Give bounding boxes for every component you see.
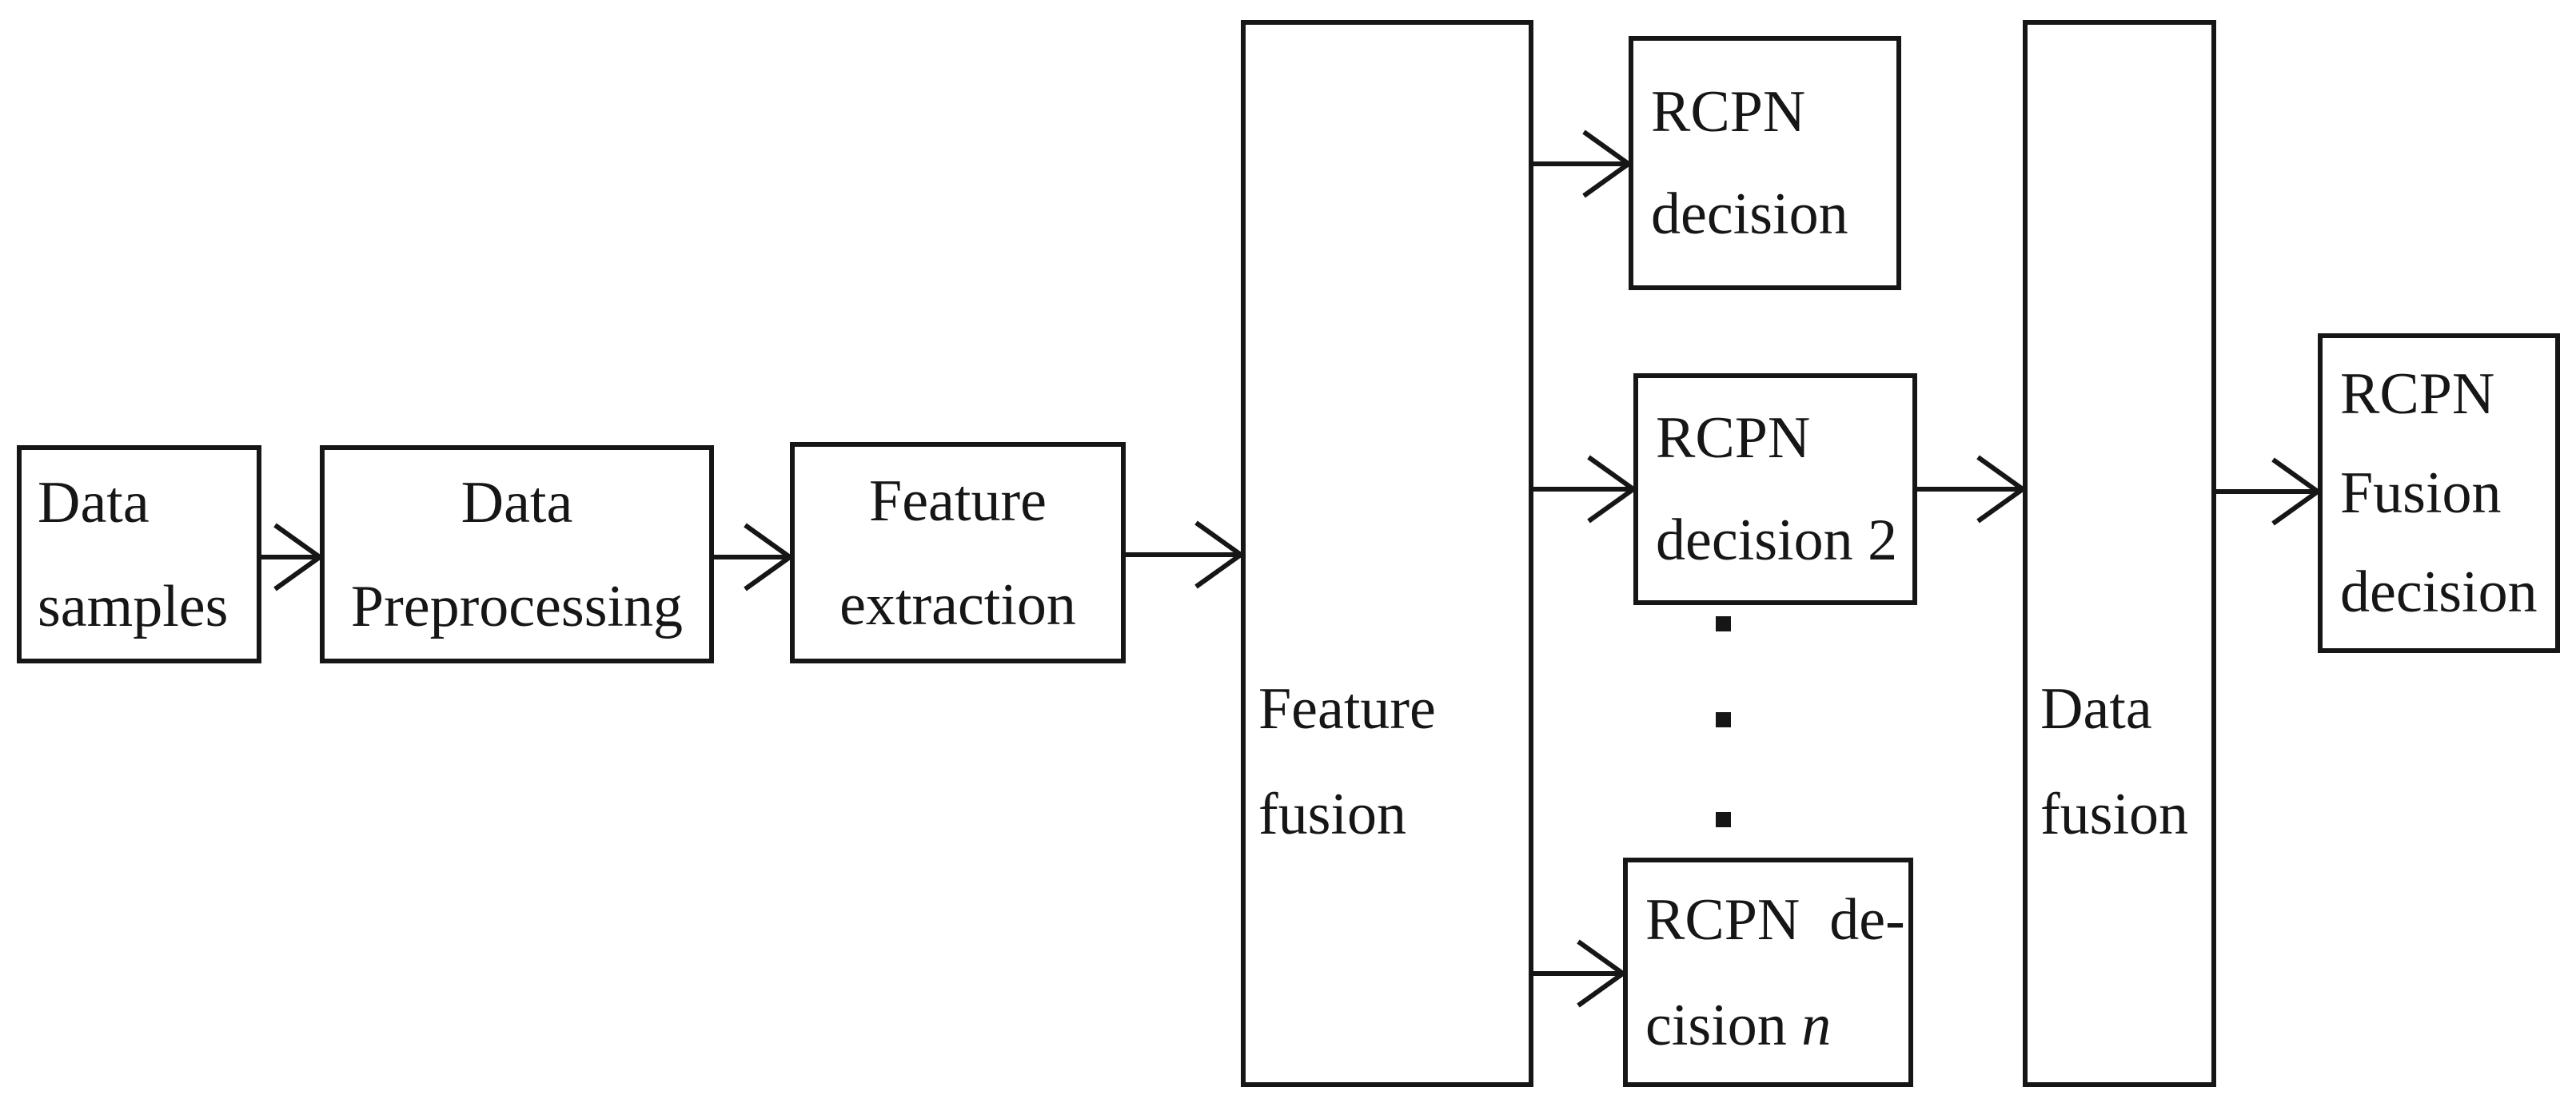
arrow-data-samples-to-data-preprocessing [261, 523, 325, 591]
arrow-feature-fusion-to-rcpn-decision-n [1533, 939, 1628, 1008]
node-label-line: RCPN [1656, 387, 1912, 489]
arrow-data-fusion-to-rcpn-fusion-decision [2216, 457, 2323, 526]
node-label-segment: n [1801, 992, 1832, 1058]
vertical-ellipsis-dot [1716, 711, 1731, 727]
node-label-line: Feature [1258, 656, 1529, 762]
node-rcpn-fusion-decision: RCPN Fusion decision [2318, 333, 2560, 653]
node-feature-extraction: Feature extraction [790, 442, 1126, 663]
node-rcpn-decision-1: RCPN decision [1629, 36, 1901, 290]
node-label-line: decision [1651, 163, 1896, 265]
node-label-line: samples [38, 555, 257, 659]
arrow-feature-fusion-to-rcpn-decision-2 [1533, 455, 1638, 524]
node-label-segment: Feature [869, 468, 1047, 534]
node-label-line: RCPN de- [1645, 867, 1908, 973]
node-rcpn-decision-n: RCPN de-cision n [1623, 858, 1913, 1087]
node-label-line: RCPN [1651, 61, 1896, 163]
node-label-segment: fusion [2040, 782, 2188, 847]
node-label-line: decision [2340, 543, 2555, 642]
node-label-segment: Data [38, 469, 150, 536]
arrow-rcpn-decision-2-to-data-fusion [1917, 455, 2028, 524]
node-label-segment: Data [461, 469, 573, 536]
node-label-segment: Data [2040, 676, 2152, 742]
node-label-segment: fusion [1258, 782, 1406, 847]
node-label-line: RCPN [2340, 344, 2555, 444]
arrow-data-preprocessing-to-feature-extraction [714, 523, 795, 591]
node-label-line: Fusion [2340, 444, 2555, 543]
node-label-segment: RCPN [1656, 405, 1811, 471]
node-label-segment: RCPN de- [1645, 886, 1905, 953]
node-label-segment: RCPN [1651, 79, 1806, 145]
node-label-segment: Preprocessing [350, 573, 684, 639]
node-label-line: Data [38, 451, 257, 555]
node-label-line: Data [2040, 656, 2211, 762]
arrow-feature-extraction-to-feature-fusion [1126, 520, 1246, 589]
node-label-block: Data fusion [2028, 656, 2211, 867]
node-label-block: Feature extraction [795, 449, 1121, 657]
node-label-segment: Feature [1258, 676, 1436, 742]
node-data-samples: Data samples [17, 445, 261, 663]
node-label-block: RCPN decision 2 [1638, 387, 1912, 591]
node-label-segment: cision [1645, 992, 1802, 1058]
node-label-line: fusion [2040, 762, 2211, 867]
vertical-ellipsis-dot [1716, 615, 1731, 631]
node-label-line: Data [325, 451, 709, 555]
node-rcpn-decision-2: RCPN decision 2 [1633, 373, 1917, 605]
node-label-line: cision n [1645, 973, 1908, 1078]
node-label-block: Feature fusion [1246, 656, 1529, 867]
node-label-segment: extraction [839, 571, 1076, 638]
node-label-segment: decision [1651, 181, 1848, 247]
node-label-line: Feature [795, 449, 1121, 553]
node-label-block: RCPN de-cision n [1628, 867, 1908, 1078]
node-label-line: decision 2 [1656, 489, 1912, 591]
arrow-feature-fusion-to-rcpn-decision-1 [1533, 129, 1633, 198]
node-label-line: fusion [1258, 762, 1529, 867]
node-label-segment: Fusion [2340, 460, 2502, 526]
node-label-segment: decision 2 [1656, 508, 1898, 573]
node-feature-fusion: Feature fusion [1241, 20, 1533, 1087]
node-data-fusion: Data fusion [2023, 20, 2216, 1087]
node-label-segment: samples [38, 573, 229, 639]
node-label-block: Data samples [22, 451, 257, 659]
node-label-segment: decision [2340, 560, 2538, 625]
node-label-line: Preprocessing [325, 555, 709, 659]
node-label-block: RCPN Fusion decision [2323, 344, 2555, 642]
node-label-segment: RCPN [2340, 361, 2495, 427]
node-label-block: RCPN decision [1633, 61, 1896, 265]
node-label-line: extraction [795, 553, 1121, 657]
vertical-ellipsis-dot [1716, 811, 1731, 827]
